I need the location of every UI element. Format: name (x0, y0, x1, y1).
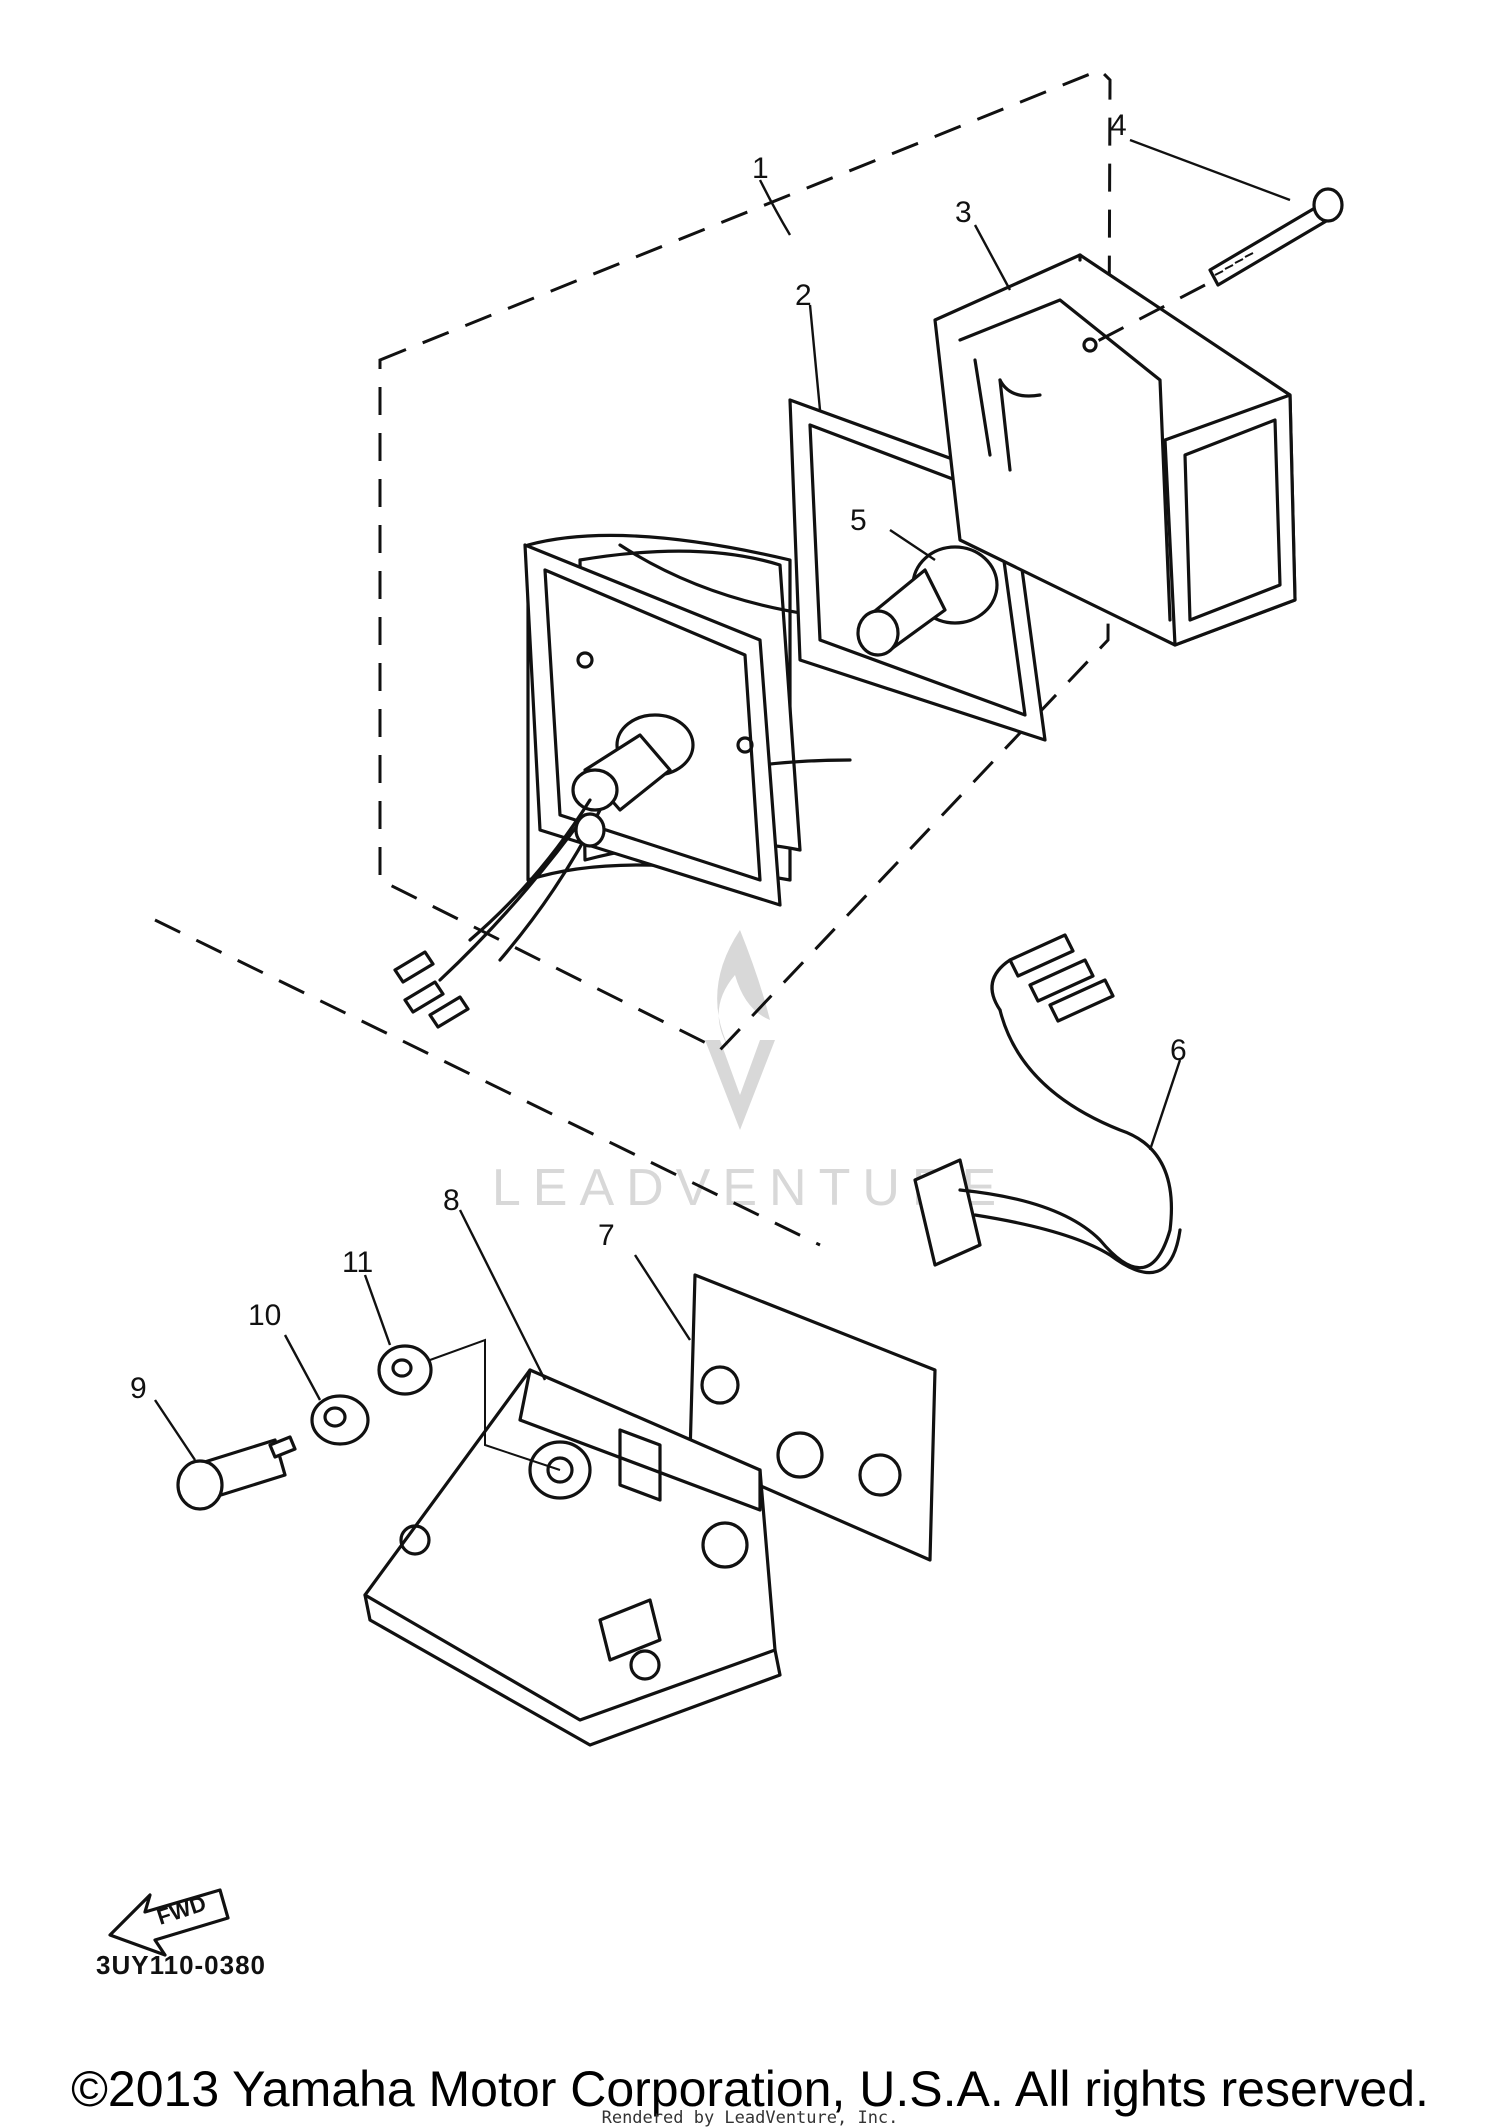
wire-harness (913, 933, 1182, 1275)
bracket-leader (429, 1338, 561, 1471)
lens-cover (933, 253, 1297, 647)
callout-6: 6 (1170, 1034, 1187, 1067)
callout-10: 10 (248, 1299, 281, 1332)
forward-arrow-icon: FWD (108, 1888, 230, 1957)
callout-leaders (154, 138, 1291, 1461)
rendered-by-text: Rendered by LeadVenture, Inc. (601, 2108, 899, 2128)
collar (377, 1344, 433, 1396)
assembly-leader (154, 918, 821, 1247)
callout-9: 9 (130, 1372, 147, 1405)
callout-4: 4 (1110, 109, 1127, 142)
screw-long (1208, 187, 1344, 287)
lamp-base (393, 533, 862, 1029)
callout-labels: 1 2 3 4 5 6 7 8 9 10 11 (130, 109, 1187, 1405)
callout-1: 1 (752, 152, 769, 185)
callout-8: 8 (443, 1184, 460, 1217)
diagram-code: 3UY110-0380 (96, 1950, 267, 1980)
assembly-boundary (378, 68, 1112, 1052)
callout-5: 5 (850, 504, 867, 537)
washer (310, 1394, 370, 1446)
callout-11: 11 (342, 1246, 373, 1279)
callout-7: 7 (598, 1219, 615, 1252)
callout-2: 2 (795, 279, 812, 312)
copyright-text: ©2013 Yamaha Motor Corporation, U.S.A. A… (71, 2061, 1429, 2117)
screw-path (1089, 283, 1206, 347)
mounting-plate (688, 1273, 937, 1562)
bolt (176, 1435, 297, 1511)
callout-3: 3 (955, 196, 972, 229)
bulb (856, 545, 999, 657)
